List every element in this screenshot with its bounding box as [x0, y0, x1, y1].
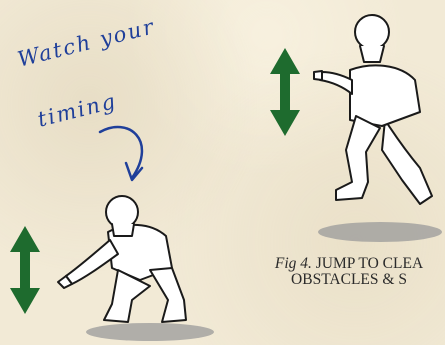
ground-shadow-crouch	[86, 323, 214, 341]
ground-shadow-jump	[318, 222, 442, 242]
caption-line-2: OBSTACLES & S	[244, 272, 445, 288]
jumping-figure	[314, 15, 432, 204]
caption-line-1: JUMP TO CLEA	[316, 255, 423, 272]
up-down-arrow-icon	[270, 48, 300, 136]
figure-caption: Fig 4. JUMP TO CLEA OBSTACLES & S	[244, 256, 445, 288]
figure-label: Fig 4.	[275, 255, 312, 272]
hand-drawn-arrow-icon	[100, 127, 142, 178]
crouching-figure	[58, 196, 186, 322]
up-down-arrow-icon	[10, 226, 40, 314]
